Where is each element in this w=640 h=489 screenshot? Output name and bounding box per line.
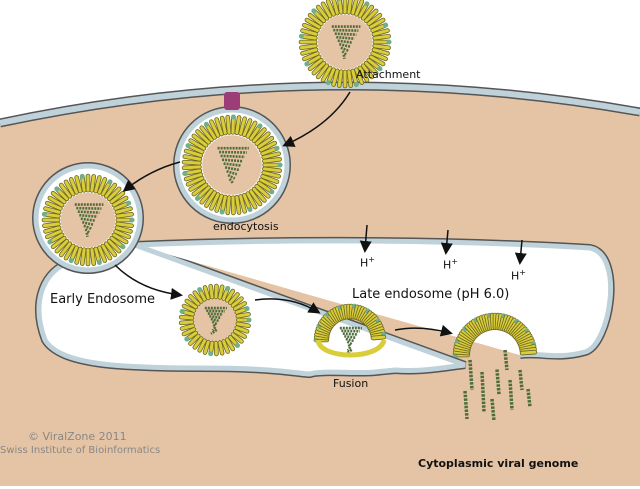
proton-charge: +: [451, 257, 458, 266]
genome-fragment: [518, 369, 524, 391]
label-attachment: Attachment: [356, 68, 421, 81]
genome-fragment: [526, 388, 532, 408]
genome-fragment: [503, 349, 509, 371]
viral-genome-fragments: [463, 349, 532, 422]
virion-attachment: [298, 0, 392, 89]
label-late-endosome: Late endosome (pH 6.0): [352, 287, 510, 302]
virion-late-endosome: [178, 283, 252, 357]
arrow-to-fusion: [394, 324, 453, 337]
genome-fragment: [463, 390, 469, 420]
genome-fragment: [495, 369, 501, 395]
virion-fusion: [313, 303, 387, 355]
proton-arrow-3: [514, 239, 527, 265]
proton-text: H: [511, 269, 520, 283]
arrow-to-early-endosome: [114, 264, 183, 300]
proton-arrow-1: [359, 224, 372, 253]
genome-fragment: [468, 359, 474, 391]
label-endocytosis: endocytosis: [213, 220, 279, 233]
proton-text: H: [443, 258, 452, 272]
label-fusion: Fusion: [333, 377, 369, 390]
genome-fragment: [508, 379, 514, 411]
proton-label-2: H+: [443, 257, 458, 272]
virion-endocytosis: [181, 114, 283, 216]
label-early-endosome: Early Endosome: [50, 292, 156, 307]
virion-early-endosome: [41, 173, 135, 267]
proton-label-1: H+: [360, 255, 375, 270]
proton-charge: +: [368, 255, 375, 264]
receptor: [224, 92, 240, 110]
arrow-to-late-endosome: [254, 298, 321, 314]
label-cytoplasmic-genome: Cytoplasmic viral genome: [418, 457, 579, 470]
proton-label-3: H+: [511, 268, 526, 283]
proton-charge: +: [519, 268, 526, 277]
arrow-endocytosis-to-endosome: [122, 161, 181, 192]
proton-text: H: [360, 256, 369, 270]
arrow-attachment-to-endocytosis: [282, 91, 351, 147]
credit-copyright: © ViralZone 2011: [28, 430, 127, 443]
proton-arrow-2: [440, 229, 453, 255]
virion-fused: [452, 312, 538, 358]
credit-institute: Swiss Institute of Bioinformatics: [0, 445, 161, 456]
genome-fragment: [480, 371, 486, 413]
